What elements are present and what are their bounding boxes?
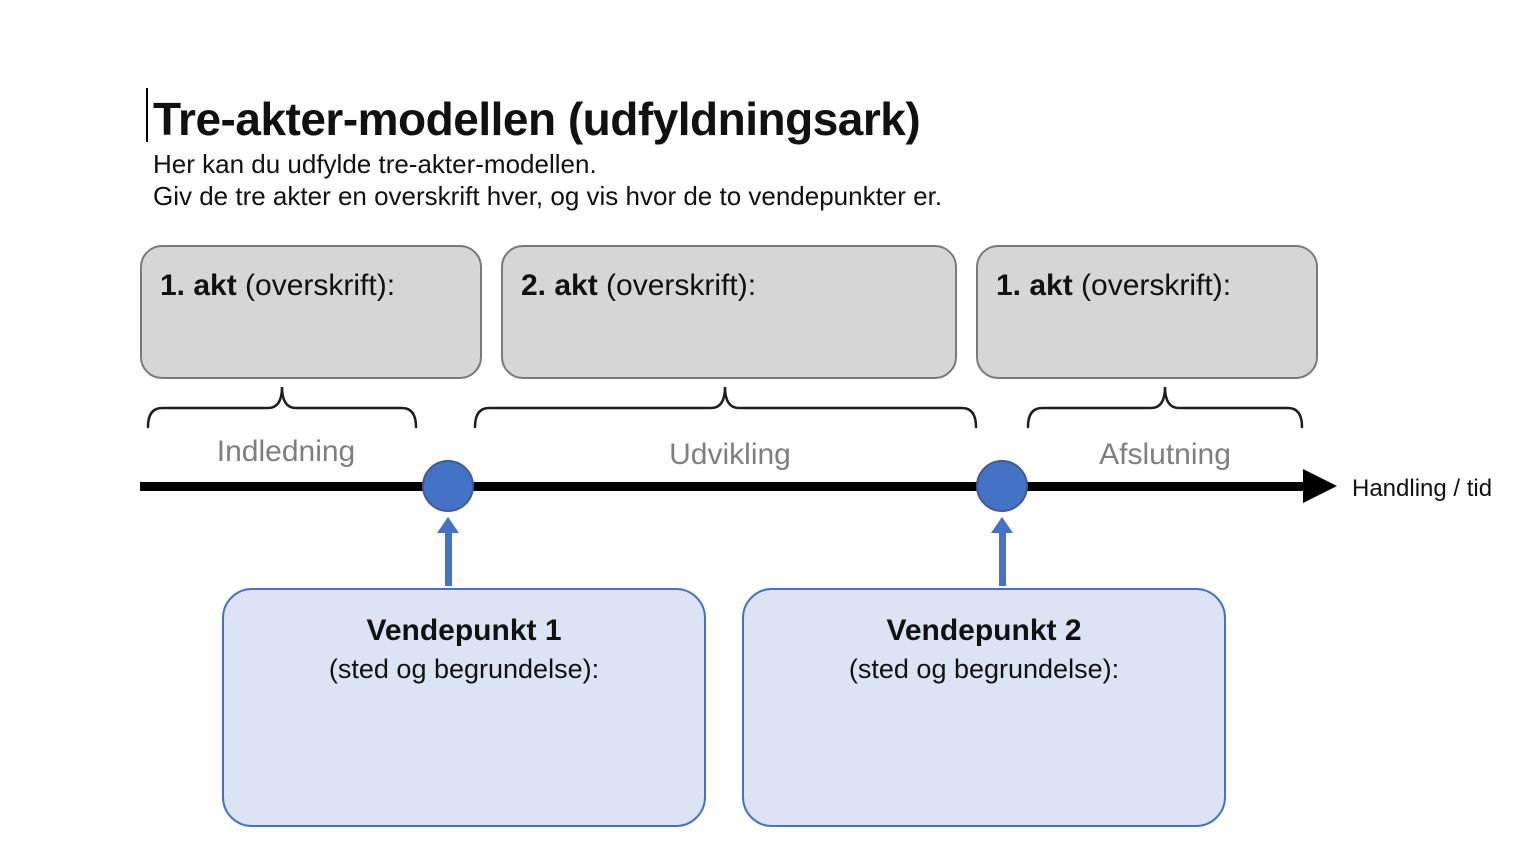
act-2-label-rest: (overskrift):	[597, 269, 757, 302]
up-arrow-1-head-icon	[437, 517, 459, 533]
phase-label-indledning: Indledning	[216, 435, 356, 468]
timeline-line	[140, 482, 1305, 491]
vendepunkt-1-box[interactable]: Vendepunkt 1 (sted og begrundelse):	[222, 588, 706, 827]
phase-label-afslutning: Afslutning	[1099, 438, 1231, 471]
subtitle-line-1: Her kan du udfylde tre-akter-modellen.	[153, 149, 597, 179]
act-2-box[interactable]: 2. akt (overskrift):	[501, 245, 957, 379]
act-1-label-rest: (overskrift):	[236, 269, 396, 302]
up-arrow-1-shaft	[445, 532, 452, 586]
up-arrow-2-head-icon	[991, 517, 1013, 533]
page-title: Tre-akter-modellen (udfyldningsark)	[153, 93, 921, 145]
brace-afslutning	[1026, 386, 1304, 429]
brace-indledning	[146, 386, 418, 429]
timeline-axis-label: Handling / tid	[1352, 475, 1493, 502]
act-3-box[interactable]: 1. akt (overskrift):	[976, 245, 1318, 379]
vendepunkt-2-subtitle: (sted og begrundelse):	[848, 654, 1120, 684]
phase-label-udvikling: Udvikling	[669, 438, 791, 471]
turning-point-dot-1	[422, 460, 474, 512]
brace-udvikling	[473, 386, 978, 429]
turning-point-dot-2	[976, 460, 1028, 512]
act-3-label-rest: (overskrift):	[1072, 269, 1232, 302]
vendepunkt-2-title: Vendepunkt 2	[886, 614, 1082, 647]
timeline-arrowhead-icon	[1303, 469, 1337, 503]
vendepunkt-1-subtitle: (sted og begrundelse):	[328, 654, 600, 684]
up-arrow-2-shaft	[999, 532, 1006, 586]
vendepunkt-2-box[interactable]: Vendepunkt 2 (sted og begrundelse):	[742, 588, 1226, 827]
act-3-label-bold: 1. akt	[996, 269, 1073, 302]
act-2-label-bold: 2. akt	[521, 269, 598, 302]
act-1-box[interactable]: 1. akt (overskrift):	[140, 245, 482, 379]
vendepunkt-1-title: Vendepunkt 1	[366, 614, 562, 647]
subtitle-line-2: Giv de tre akter en overskrift hver, og …	[153, 181, 943, 211]
act-1-label-bold: 1. akt	[160, 269, 237, 302]
text-cursor	[146, 88, 148, 142]
